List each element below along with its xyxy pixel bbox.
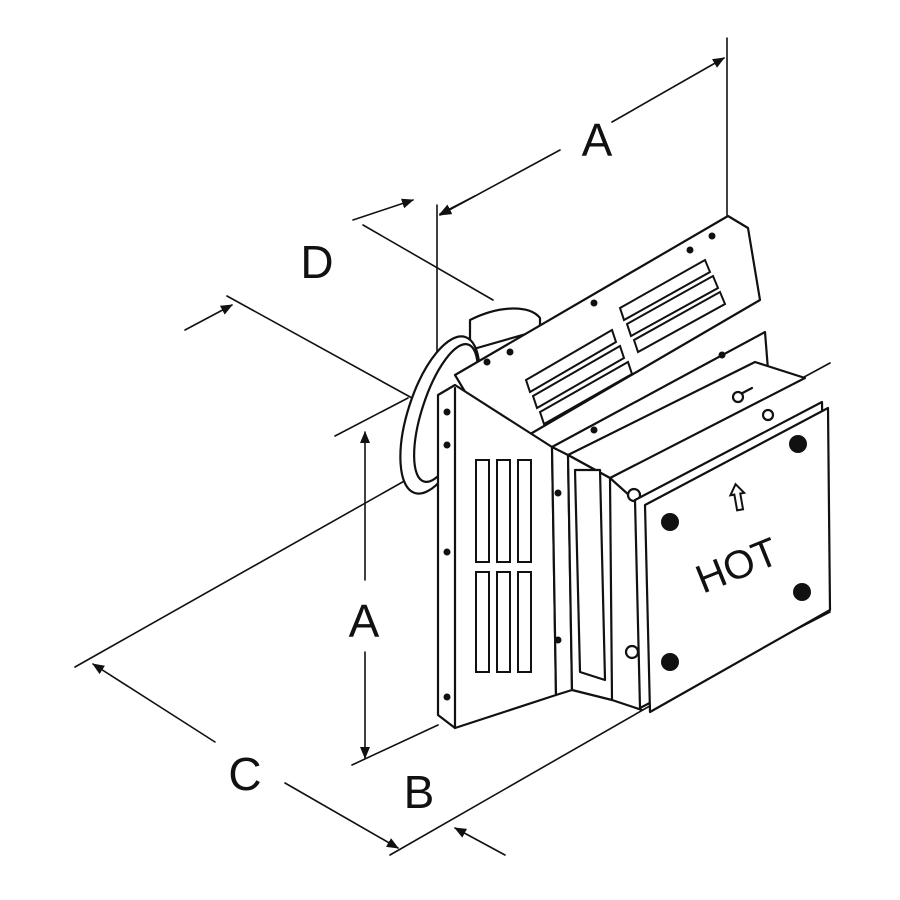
- screw: [443, 548, 451, 556]
- dimension-arrow: [92, 663, 216, 743]
- screw: [443, 408, 451, 416]
- louver-slot: [475, 571, 490, 673]
- plate-screw: [661, 513, 679, 531]
- dimension-arrow: [184, 304, 233, 331]
- dimension-label-a-top: A: [582, 114, 613, 166]
- top-louvers: [524, 258, 727, 426]
- louver-slot: [496, 459, 511, 563]
- dimension-label-c: C: [228, 748, 261, 800]
- dimension-arrow: [284, 782, 399, 849]
- dimension-arrow: [454, 827, 506, 856]
- dimension-label-b: B: [404, 766, 435, 818]
- bolt-head: [761, 408, 775, 422]
- screw: [686, 246, 694, 254]
- plate-face: [643, 406, 832, 714]
- louver-slot: [538, 360, 634, 426]
- plate-screw: [661, 653, 679, 671]
- plate-screw: [793, 583, 811, 601]
- extension-line: [74, 474, 416, 668]
- louver-slot: [632, 290, 727, 354]
- extension-line: [362, 224, 494, 301]
- louver-slot: [517, 459, 532, 563]
- louver-slot: [625, 274, 720, 338]
- standoff: [566, 360, 807, 712]
- louver-slot: [618, 258, 712, 322]
- screw: [443, 441, 451, 449]
- dimension-arrow: [439, 195, 476, 215]
- bolt-head: [731, 390, 745, 404]
- front-plate: HOT: [633, 400, 832, 714]
- screw: [590, 426, 598, 434]
- louver-slot: [531, 344, 626, 410]
- dimension-label-d: D: [300, 236, 333, 288]
- bolt-head: [624, 644, 640, 660]
- up-arrow-icon: [728, 482, 747, 512]
- housing-screws: [443, 232, 726, 701]
- extension-line: [334, 397, 409, 437]
- extension-line: [226, 295, 413, 399]
- dimension-d: D: [300, 195, 494, 301]
- dimension-a-left: A: [184, 295, 439, 766]
- louver-slot: [524, 328, 618, 394]
- dimension-label-a-left: A: [349, 595, 380, 647]
- screw: [554, 489, 562, 497]
- louver-slot: [517, 571, 532, 673]
- plate-screw: [789, 435, 807, 453]
- screw: [506, 348, 514, 356]
- louver-slot: [475, 459, 490, 563]
- standoff-flange: [573, 468, 607, 682]
- screw: [708, 232, 716, 240]
- extension-line: [389, 702, 656, 856]
- dimension-b: B: [389, 702, 656, 856]
- dimension-arrow: [352, 198, 414, 221]
- dimension-arrow: [611, 57, 725, 123]
- screw: [443, 693, 451, 701]
- standoff-edge: [610, 698, 644, 712]
- dimension-c: C: [74, 474, 416, 849]
- screw: [590, 299, 598, 307]
- louver-slot: [496, 571, 511, 673]
- side-louvers: [475, 459, 532, 673]
- screw: [554, 636, 562, 644]
- screw: [718, 351, 726, 359]
- extension-line: [351, 724, 439, 766]
- screw: [483, 358, 491, 366]
